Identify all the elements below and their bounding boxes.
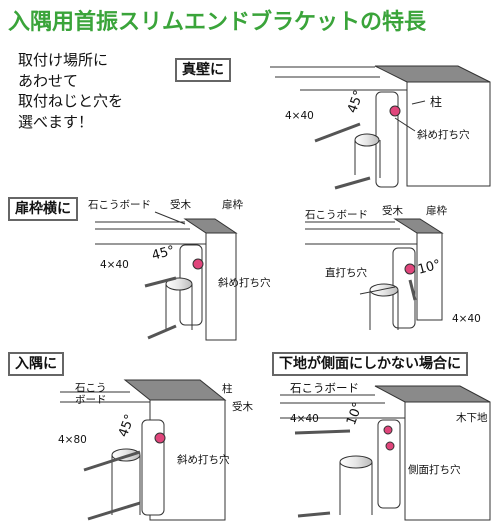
- wall-screw-label: 4×40: [285, 110, 314, 122]
- intro-text: 取付け場所に あわせて 取付ねじと穴を 選べます！: [18, 51, 124, 131]
- diagram-frame-right: [305, 218, 444, 330]
- side-base-label: 木下地: [456, 412, 488, 424]
- frame-left-board-label: 石こうボード: [88, 199, 151, 211]
- frame-left-title: 扉枠横に: [8, 197, 78, 221]
- frame-right-screw-label: 4×40: [452, 313, 481, 325]
- wall-hole-label: 斜め打ち穴: [417, 129, 470, 141]
- side-hole-label: 側面打ち穴: [408, 464, 461, 476]
- corner-screw-label: 4×80: [58, 434, 87, 446]
- diagram-frame-left: [95, 211, 238, 341]
- side-title: 下地が側面にしかない場合に: [272, 352, 468, 376]
- frame-right-frame-label: 扉枠: [426, 205, 447, 217]
- frame-left-hole-label: 斜め打ち穴: [218, 277, 271, 289]
- frame-left-stud-label: 受木: [170, 199, 191, 211]
- frame-right-board-label: 石こうボード: [305, 209, 368, 221]
- frame-right-stud-label: 受木: [382, 205, 403, 217]
- diagram-corner: [60, 379, 227, 521]
- frame-left-screw-label: 4×40: [100, 259, 129, 271]
- corner-pillar-label: 柱: [222, 383, 233, 395]
- side-board-label: 石こうボード: [290, 381, 359, 395]
- diagram-wall: [270, 65, 491, 190]
- wall-pillar-label: 柱: [430, 95, 443, 109]
- page-title: 入隅用首振スリムエンドブラケットの特長: [8, 10, 427, 35]
- wall-title: 真壁に: [175, 58, 231, 82]
- frame-left-frame-label: 扉枠: [222, 199, 243, 211]
- corner-stud-label: 受木: [232, 401, 253, 413]
- corner-title: 入隅に: [8, 352, 64, 376]
- frame-right-hole-label: 直打ち穴: [325, 267, 367, 279]
- corner-board-label: 石こう ボード: [75, 382, 107, 406]
- side-screw-label: 4×40: [290, 413, 319, 425]
- diagram-side: [280, 385, 491, 521]
- corner-hole-label: 斜め打ち穴: [177, 454, 230, 466]
